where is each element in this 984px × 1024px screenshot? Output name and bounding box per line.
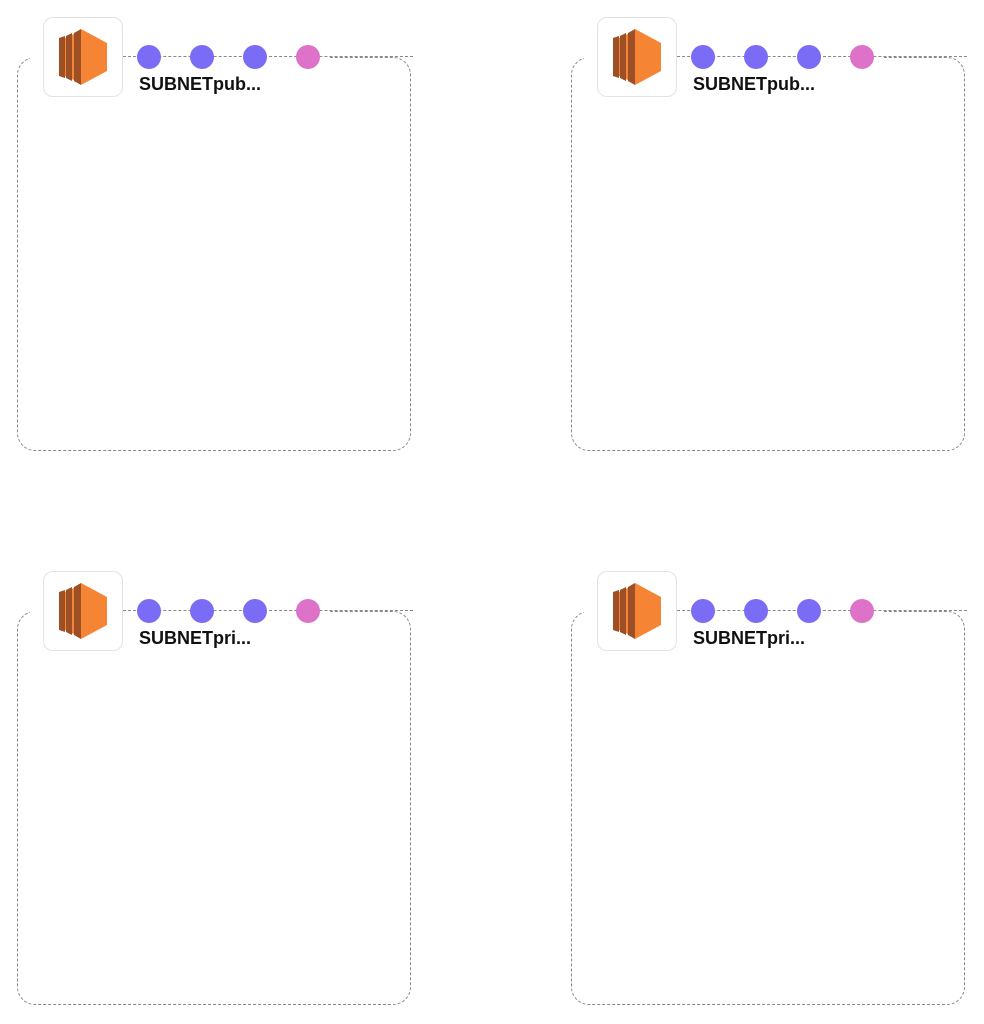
ec2-node[interactable] <box>597 571 677 651</box>
subnet-label: SUBNETpub... <box>693 74 815 94</box>
port-dot[interactable] <box>243 599 267 623</box>
port-dot[interactable] <box>190 45 214 69</box>
aws-ec2-icon <box>59 583 107 639</box>
subnet-label: SUBNETpri... <box>139 628 252 648</box>
connector-line <box>677 56 967 57</box>
subnet-frame <box>17 57 411 451</box>
ec2-node[interactable] <box>43 571 123 651</box>
port-dot[interactable] <box>190 599 214 623</box>
port-dot[interactable] <box>797 45 821 69</box>
aws-ec2-icon <box>59 29 107 85</box>
port-dot[interactable] <box>691 45 715 69</box>
connector-line <box>123 610 413 611</box>
subnet-group[interactable]: SUBNETpub... <box>0 0 413 451</box>
port-dot[interactable] <box>243 45 267 69</box>
port-dot[interactable] <box>744 45 768 69</box>
aws-ec2-icon <box>613 29 661 85</box>
port-dot[interactable] <box>137 599 161 623</box>
ec2-node[interactable] <box>597 17 677 97</box>
connector-line <box>123 56 413 57</box>
connector-line <box>677 610 967 611</box>
subnet-frame <box>17 611 411 1005</box>
subnet-label: SUBNETpri... <box>693 628 806 648</box>
port-dot-alt[interactable] <box>296 45 320 69</box>
aws-ec2-icon <box>613 583 661 639</box>
subnet-group[interactable]: SUBNETpri... <box>554 554 967 1005</box>
subnet-frame <box>571 611 965 1005</box>
port-dot[interactable] <box>797 599 821 623</box>
port-dot-alt[interactable] <box>850 599 874 623</box>
subnet-frame <box>571 57 965 451</box>
subnet-label: SUBNETpub... <box>139 74 261 94</box>
port-dot[interactable] <box>137 45 161 69</box>
port-dot[interactable] <box>744 599 768 623</box>
subnet-group[interactable]: SUBNETpub... <box>554 0 967 451</box>
port-dot[interactable] <box>691 599 715 623</box>
port-dot-alt[interactable] <box>296 599 320 623</box>
ec2-node[interactable] <box>43 17 123 97</box>
port-dot-alt[interactable] <box>850 45 874 69</box>
subnet-group[interactable]: SUBNETpri... <box>0 554 413 1005</box>
